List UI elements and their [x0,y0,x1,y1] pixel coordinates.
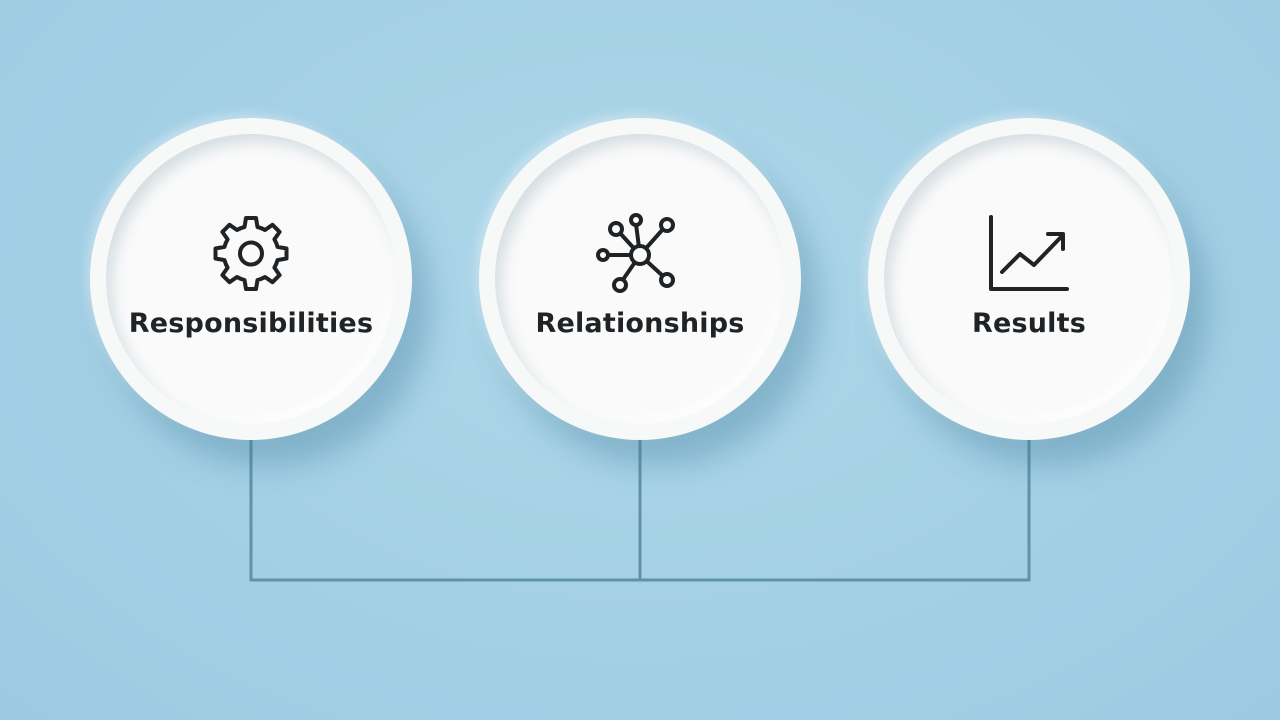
gear-icon [213,216,289,291]
node-label: Results [971,308,1087,339]
node-label: Relationships [535,308,745,339]
line-chart-icon [989,215,1069,291]
network-icon [596,213,675,293]
node-results: Results [868,118,1190,440]
node-label: Responsibilities [128,308,374,339]
node-responsibilities: Responsibilities [90,118,412,440]
node-relationships: Relationships [479,118,801,440]
node-inner-circle [495,134,785,424]
node-inner-circle [106,134,396,424]
node-inner-circle [884,134,1174,424]
